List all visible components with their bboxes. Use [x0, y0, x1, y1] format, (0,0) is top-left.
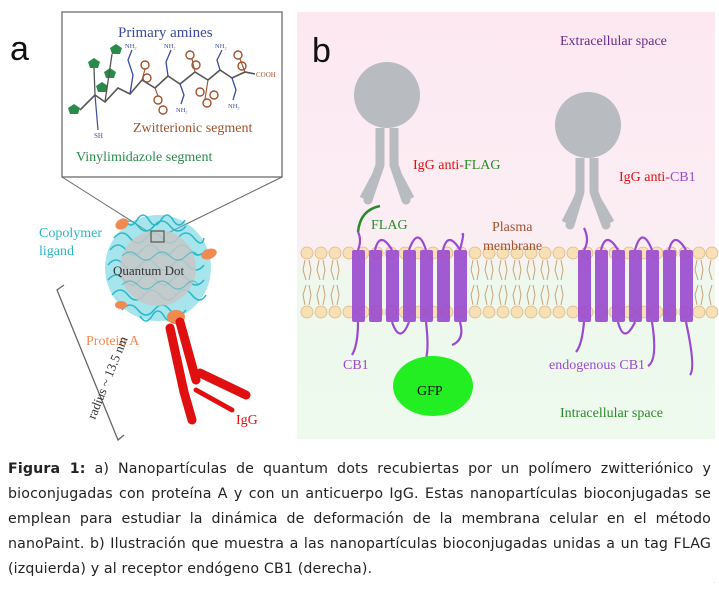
gfp-label: GFP — [417, 384, 443, 399]
igg-label: IgG — [236, 413, 258, 428]
cb1-left-label: CB1 — [343, 358, 369, 373]
cb1-receptor-right — [575, 227, 694, 376]
igg-anti-cb1-label: IgG anti-CB1 — [619, 170, 696, 185]
igg-antibody — [165, 317, 251, 425]
endogenous-cb1-label: endogenous CB1 — [549, 358, 645, 373]
protein-a-blob-3 — [115, 301, 127, 309]
primary-amines-label: Primary amines — [118, 25, 213, 41]
qd-antibody-right — [555, 92, 621, 230]
vinylimidazole-label: Vinylimidazole segment — [76, 150, 213, 165]
quantum-dot-particle — [105, 214, 211, 322]
gfp-protein — [393, 356, 473, 416]
cb1-receptor-left — [351, 231, 467, 372]
nh2-label-4: NH₂ — [176, 107, 188, 114]
polymer-structure — [68, 44, 256, 131]
panel-b: b Extracellular space Intracellular spac… — [297, 12, 719, 439]
flag-tag-label: FLAG — [371, 218, 408, 233]
radius-bracket — [56, 284, 125, 442]
plasma-membrane-label-2: membrane — [483, 239, 542, 254]
nh2-label-5: NH₂ — [228, 103, 240, 110]
panel-b-letter: b — [312, 32, 331, 70]
flag-tag — [356, 204, 381, 233]
nh2-label-1: NH₂ — [125, 43, 137, 50]
figure-caption: Figura 1: a) Nanopartículas de quantum d… — [8, 457, 711, 582]
panel-a: a — [10, 11, 283, 442]
nh2-label-3: NH₂ — [215, 43, 227, 50]
caption-label: Figura 1: — [8, 461, 86, 477]
copolymer-ligand-label-1: Copolymer — [39, 226, 102, 241]
panel-a-letter: a — [10, 30, 29, 68]
caption-text: a) Nanopartículas de quantum dots recubi… — [8, 461, 711, 577]
quantum-dot-label: Quantum Dot — [113, 263, 185, 278]
polymer-inset-box — [61, 11, 283, 178]
qd-antibody-left — [354, 62, 420, 205]
corner-mark: · — [713, 580, 715, 587]
cooh-label: COOH — [256, 71, 276, 79]
extracellular-label: Extracellular space — [560, 34, 667, 49]
intracellular-label: Intracellular space — [560, 406, 663, 421]
copolymer-ligand-label-2: ligand — [39, 244, 74, 259]
protein-a-blob-1 — [115, 218, 129, 230]
protein-a-label: Protein A — [86, 334, 140, 349]
figure: a — [10, 11, 719, 442]
sh-label: SH — [94, 132, 103, 140]
zwitterionic-label: Zwitterionic segment — [133, 121, 252, 136]
protein-a-blob-2 — [201, 248, 217, 260]
plasma-membrane-label-1: Plasma — [492, 220, 533, 235]
igg-anti-flag-label: IgG anti-FLAG — [413, 158, 501, 173]
nh2-label-2: NH₂ — [164, 43, 176, 50]
